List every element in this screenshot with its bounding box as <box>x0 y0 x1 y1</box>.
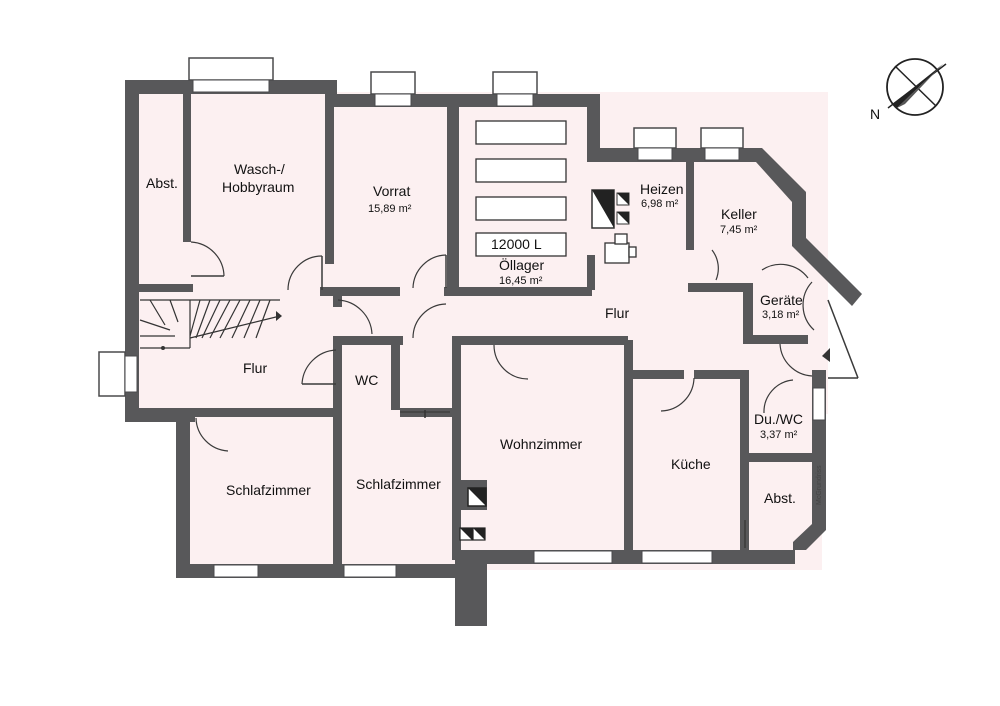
room-label-wasch-line1: Wasch-/ <box>234 161 285 177</box>
room-label-abst-right: Abst. <box>764 490 796 506</box>
room-label-wc: WC <box>355 372 378 388</box>
room-label-geraete: Geräte <box>760 292 803 308</box>
room-label-keller: Keller <box>721 206 757 222</box>
room-label-flur-right: Flur <box>605 305 629 321</box>
compass-north-label: N <box>870 106 880 122</box>
room-area-geraete: 3,18 m² <box>762 309 800 321</box>
windows <box>98 57 826 578</box>
room-label-wohnzimmer: Wohnzimmer <box>500 436 583 452</box>
compass-icon <box>886 58 947 116</box>
room-label-schlafzimmer-mid: Schlafzimmer <box>356 476 441 492</box>
room-label-oellager: Öllager <box>499 256 544 273</box>
room-label-wasch-line2: Hobbyraum <box>222 179 294 195</box>
room-area-oellager: 16,45 m² <box>499 275 543 287</box>
chimney-icons <box>459 487 487 541</box>
room-label-flur-left: Flur <box>243 360 267 376</box>
room-label-vorrat: Vorrat <box>373 183 410 199</box>
credit-label: McGrundriss <box>816 465 823 505</box>
room-label-schlafzimmer-left: Schlafzimmer <box>226 482 311 498</box>
room-label-kueche: Küche <box>671 456 711 472</box>
room-area-vorrat: 15,89 m² <box>368 203 412 215</box>
oil-tanks <box>475 120 567 257</box>
room-area-keller: 7,45 m² <box>720 224 758 236</box>
room-label-heizen: Heizen <box>640 181 684 197</box>
room-label-abst-left: Abst. <box>146 175 178 191</box>
room-label-du-wc: Du./WC <box>754 411 803 427</box>
doors <box>190 241 859 548</box>
room-area-heizen: 6,98 m² <box>641 198 679 210</box>
room-area-du-wc: 3,37 m² <box>760 429 798 441</box>
room-labels: Abst. Wasch-/ Hobbyraum Vorrat 15,89 m² … <box>146 161 803 506</box>
staircase <box>139 299 282 350</box>
tank-capacity-label: 12000 L <box>491 236 542 252</box>
boiler-equipment <box>591 189 637 264</box>
